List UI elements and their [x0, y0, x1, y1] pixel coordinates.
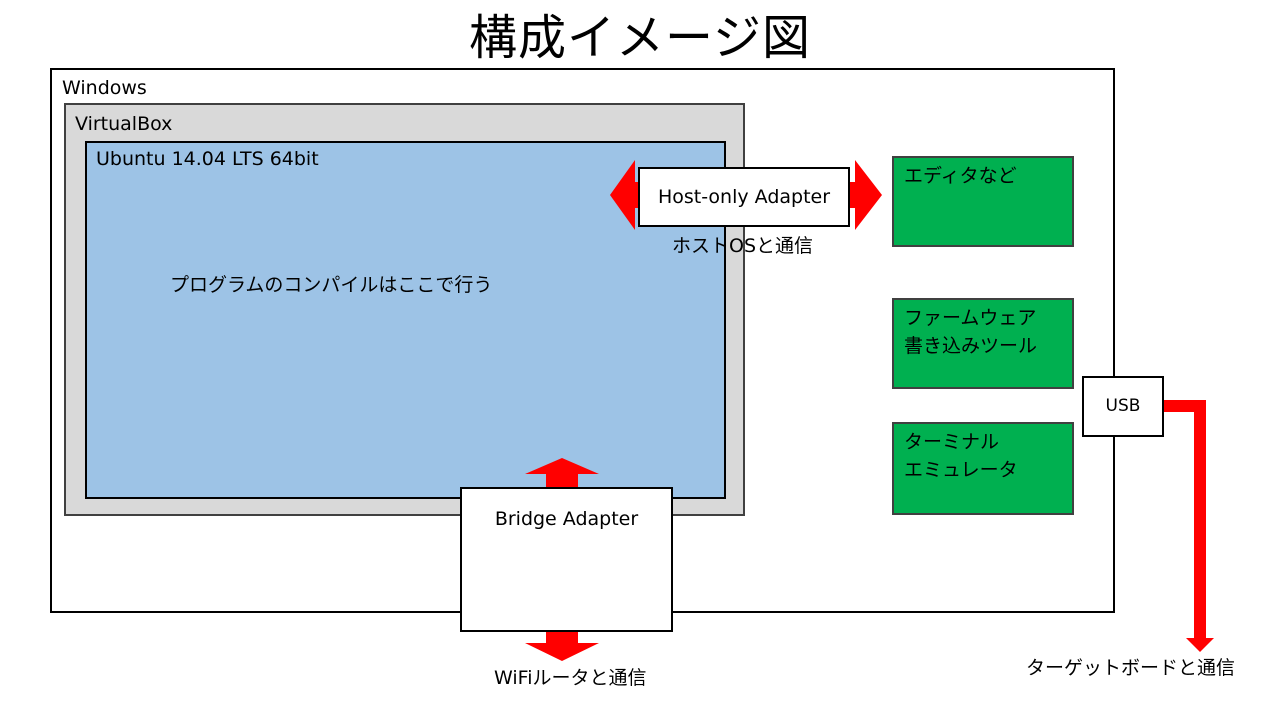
windows-label: Windows — [62, 77, 147, 99]
virtualbox-label: VirtualBox — [75, 113, 173, 135]
usb-box: USB — [1082, 376, 1164, 437]
tool-box-terminal-emulator: ターミナル エミュレータ — [892, 422, 1074, 515]
tool-line: ファームウェア — [904, 307, 1037, 329]
tool-box-firmware-writer: ファームウェア 書き込みツール — [892, 298, 1074, 389]
ubuntu-label: Ubuntu 14.04 LTS 64bit — [96, 148, 319, 170]
host-only-adapter-box: Host-only Adapter — [638, 167, 850, 227]
tool-line: ターミナル — [904, 431, 1000, 453]
ubuntu-box: Ubuntu 14.04 LTS 64bit プログラムのコンパイルはここで行う — [85, 141, 726, 499]
bridge-adapter-box: Bridge Adapter — [460, 487, 673, 632]
usb-arrow — [1164, 400, 1214, 652]
usb-caption: ターゲットボードと通信 — [1026, 657, 1236, 679]
tool-line: エミュレータ — [904, 459, 1018, 481]
ubuntu-description: プログラムのコンパイルはここで行う — [170, 274, 493, 296]
bridge-down-arrow — [525, 631, 599, 661]
host-only-caption: ホストOSと通信 — [672, 235, 814, 257]
bridge-up-arrow — [525, 458, 599, 490]
diagram-title: 構成イメージ図 — [468, 10, 812, 66]
bridge-caption: WiFiルータと通信 — [494, 667, 647, 689]
tool-line: 書き込みツール — [904, 335, 1038, 357]
tool-line: エディタなど — [904, 165, 1017, 187]
tool-box-editor: エディタなど — [892, 156, 1074, 247]
